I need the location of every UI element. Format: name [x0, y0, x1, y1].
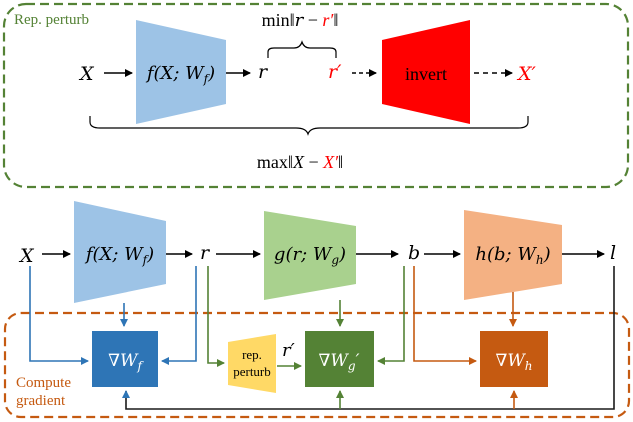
- bottom-g-subscript: g: [331, 253, 339, 267]
- top-rep-r-prime: r′: [328, 61, 342, 83]
- top-rep-r: r: [258, 61, 269, 83]
- rep-perturb-mini-line2: perturb: [233, 364, 271, 379]
- green-b-to-grad-g: [377, 266, 405, 365]
- rep-perturb-frame: [2, 2, 630, 189]
- grad-wf-text: ∇W: [108, 351, 139, 371]
- bottom-h-subscript: h: [536, 253, 544, 267]
- compute-gradient-label-line1: Compute: [16, 375, 71, 391]
- top-max-close: ‖: [338, 152, 343, 172]
- bottom-r-prime: r′: [282, 340, 295, 361]
- top-encoder-label: f(X; Wf): [145, 63, 215, 86]
- bottom-f-subscript: f: [142, 253, 150, 267]
- bottom-r-label: r: [200, 242, 211, 264]
- grad-wg-prime: ′: [356, 351, 360, 371]
- grad-wh-box: [480, 331, 548, 387]
- top-min-word: min‖: [262, 10, 295, 30]
- bottom-f-label-text: f(X; W: [84, 244, 144, 265]
- grad-wg-text: ∇W: [319, 351, 350, 371]
- grad-wh-label: ∇Wh: [495, 351, 532, 373]
- bottom-h-label: h(b; Wh): [475, 244, 550, 267]
- bottom-g-close: ): [338, 244, 346, 265]
- rep-perturb-mini-line1: rep.: [242, 347, 262, 362]
- bottom-g-label: g(r; Wg): [274, 244, 346, 267]
- grad-wf-subscript: f: [136, 359, 144, 373]
- top-encoder-close: ): [207, 63, 215, 84]
- top-max-x: X: [292, 152, 305, 172]
- bottom-h-shape: [464, 210, 562, 300]
- bottom-b-label: b: [408, 242, 420, 264]
- compute-gradient-frame: [3, 311, 631, 419]
- orange-b-to-grad-h: [413, 266, 477, 365]
- rep-perturb-mini-shape: [228, 334, 276, 393]
- top-output-x-prime: X′: [516, 63, 537, 85]
- bottom-g-label-text: g(r; W: [274, 244, 333, 265]
- top-min-r: r: [295, 10, 305, 31]
- green-r-to-perturb: [207, 266, 225, 367]
- grad-wg-box: [305, 331, 374, 387]
- grad-wg-label: ∇Wg′: [319, 351, 360, 373]
- top-max-label: max‖X − X′‖: [257, 152, 343, 172]
- grad-wg-subscript: g: [348, 359, 356, 373]
- loss-feedback-line: [122, 266, 615, 410]
- bottom-f-close: ): [146, 244, 154, 265]
- bottom-h-close: ): [543, 244, 551, 265]
- top-invert-label: invert: [405, 64, 447, 84]
- rep-perturb-frame-label: Rep. perturb: [14, 12, 89, 28]
- top-encoder-shape: [136, 20, 226, 124]
- top-min-minus: −: [303, 10, 322, 30]
- top-max-brace: [89, 116, 529, 136]
- blue-x-to-grad-f: [29, 266, 89, 365]
- top-encoder-label-text: f(X; W: [145, 63, 205, 84]
- blue-r-to-grad-f: [161, 266, 197, 365]
- top-max-minus: −: [304, 152, 323, 172]
- grad-wf-box: [92, 331, 158, 387]
- compute-gradient-label-line2: gradient: [16, 393, 66, 409]
- top-max-x-prime: X′: [322, 152, 339, 172]
- grad-wf-label: ∇Wf: [108, 351, 144, 373]
- top-min-label: min‖r − r′‖: [262, 10, 339, 31]
- bottom-l-label: l: [610, 242, 616, 264]
- bottom-g-shape: [264, 211, 356, 300]
- top-min-close: ‖: [333, 10, 338, 30]
- bottom-input-x: X: [18, 245, 35, 267]
- top-input-x: X: [78, 63, 95, 85]
- grad-wh-subscript: h: [525, 359, 533, 373]
- top-max-word: max‖: [257, 152, 293, 172]
- bottom-h-label-text: h(b; W: [475, 244, 537, 265]
- bottom-f-shape: [74, 201, 166, 303]
- top-invert-shape: [382, 20, 470, 124]
- top-encoder-subscript: f: [203, 72, 211, 86]
- top-min-brace: [267, 40, 337, 58]
- top-min-r-prime: r′: [322, 10, 334, 30]
- grad-wh-text: ∇W: [495, 351, 526, 371]
- bottom-f-label: f(X; Wf): [84, 244, 154, 267]
